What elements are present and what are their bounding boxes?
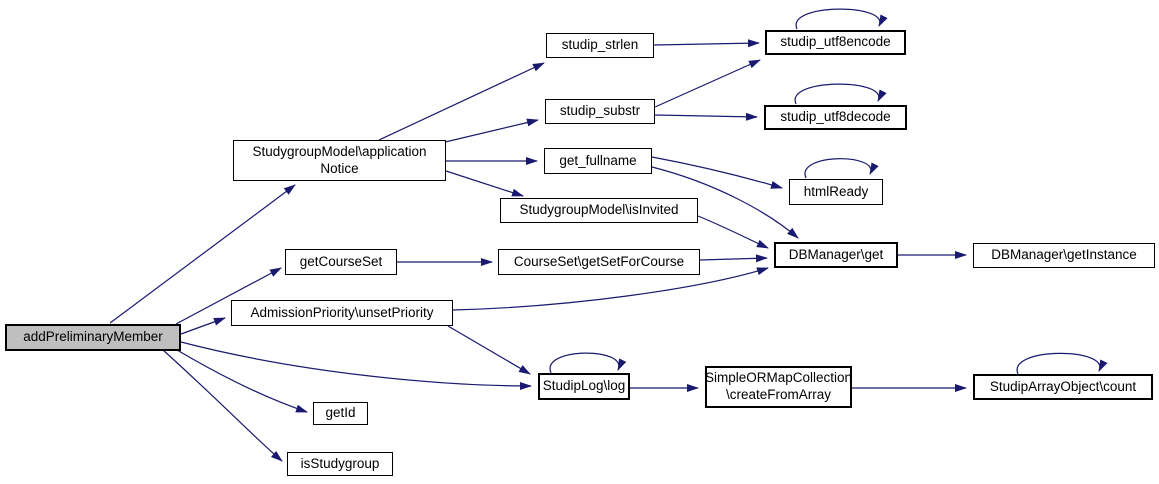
node-studygroupmodel-isinvited[interactable]: StudygroupModel\isInvited [500, 198, 698, 223]
node-htmlready[interactable]: htmlReady [789, 179, 883, 205]
edge-root-isstudygroup [162, 349, 283, 462]
edge-htmlready-self [804, 158, 879, 179]
node-studip-utf8decode[interactable]: studip_utf8decode [764, 105, 907, 130]
node-dbmanager-getinstance[interactable]: DBManager\getInstance [973, 243, 1155, 268]
node-studip-strlen[interactable]: studip_strlen [546, 33, 654, 58]
node-studygroupmodel-applicationnotice[interactable]: StudygroupModel\application Notice [233, 140, 446, 181]
node-addpreliminarymember: addPreliminaryMember [5, 324, 181, 351]
edge-root-applicationnotice [109, 184, 296, 324]
edge-applicationnotice-substr [440, 118, 539, 144]
node-studip-utf8encode[interactable]: studip_utf8encode [765, 30, 906, 55]
node-studiplog-log[interactable]: StudipLog\log [538, 373, 630, 400]
node-getid[interactable]: getId [313, 402, 368, 425]
edge-root-studiplog [180, 341, 532, 390]
node-dbmanager-get[interactable]: DBManager\get [774, 242, 898, 268]
edge-substr-utf8encode [654, 59, 761, 108]
edge-getfullname-htmlready [651, 156, 783, 189]
edge-root-getcourseset [175, 267, 282, 325]
edge-count-self [1016, 352, 1108, 375]
edge-getfullname-dbget [651, 166, 799, 239]
edge-isinvited-dbget [697, 215, 769, 249]
node-studip-substr[interactable]: studip_substr [545, 99, 655, 124]
node-isstudygroup[interactable]: isStudygroup [287, 452, 393, 476]
edge-unsetpriority-dbget [452, 267, 769, 311]
edge-root-unsetpriority [180, 317, 226, 335]
edge-getsetforcourse-dbget [699, 254, 768, 263]
node-get-fullname[interactable]: get_fullname [544, 148, 652, 174]
edge-root-getid [176, 349, 308, 413]
edge-utf8decode-self [794, 83, 887, 105]
node-courseset-getsetforcourse[interactable]: CourseSet\getSetForCourse [498, 249, 700, 275]
node-admissionpriority-unsetpriority[interactable]: AdmissionPriority\unsetPriority [231, 300, 453, 326]
edge-applicationnotice-isinvited [445, 170, 524, 197]
edge-unsetpriority-studiplog [447, 325, 531, 375]
node-simpleormapcollection-createfromarray[interactable]: SimpleORMapCollection \createFromArray [705, 366, 852, 408]
node-getcourseset[interactable]: getCourseSet [285, 249, 397, 275]
edge-strlen-utf8encode [653, 39, 760, 48]
edge-applicationnotice-strlen [378, 62, 545, 141]
edge-utf8encode-self [795, 8, 888, 30]
node-studiparrayobject-count[interactable]: StudipArrayObject\count [973, 374, 1153, 400]
edge-studiplog-self [549, 352, 627, 374]
edge-substr-utf8decode [654, 112, 758, 121]
